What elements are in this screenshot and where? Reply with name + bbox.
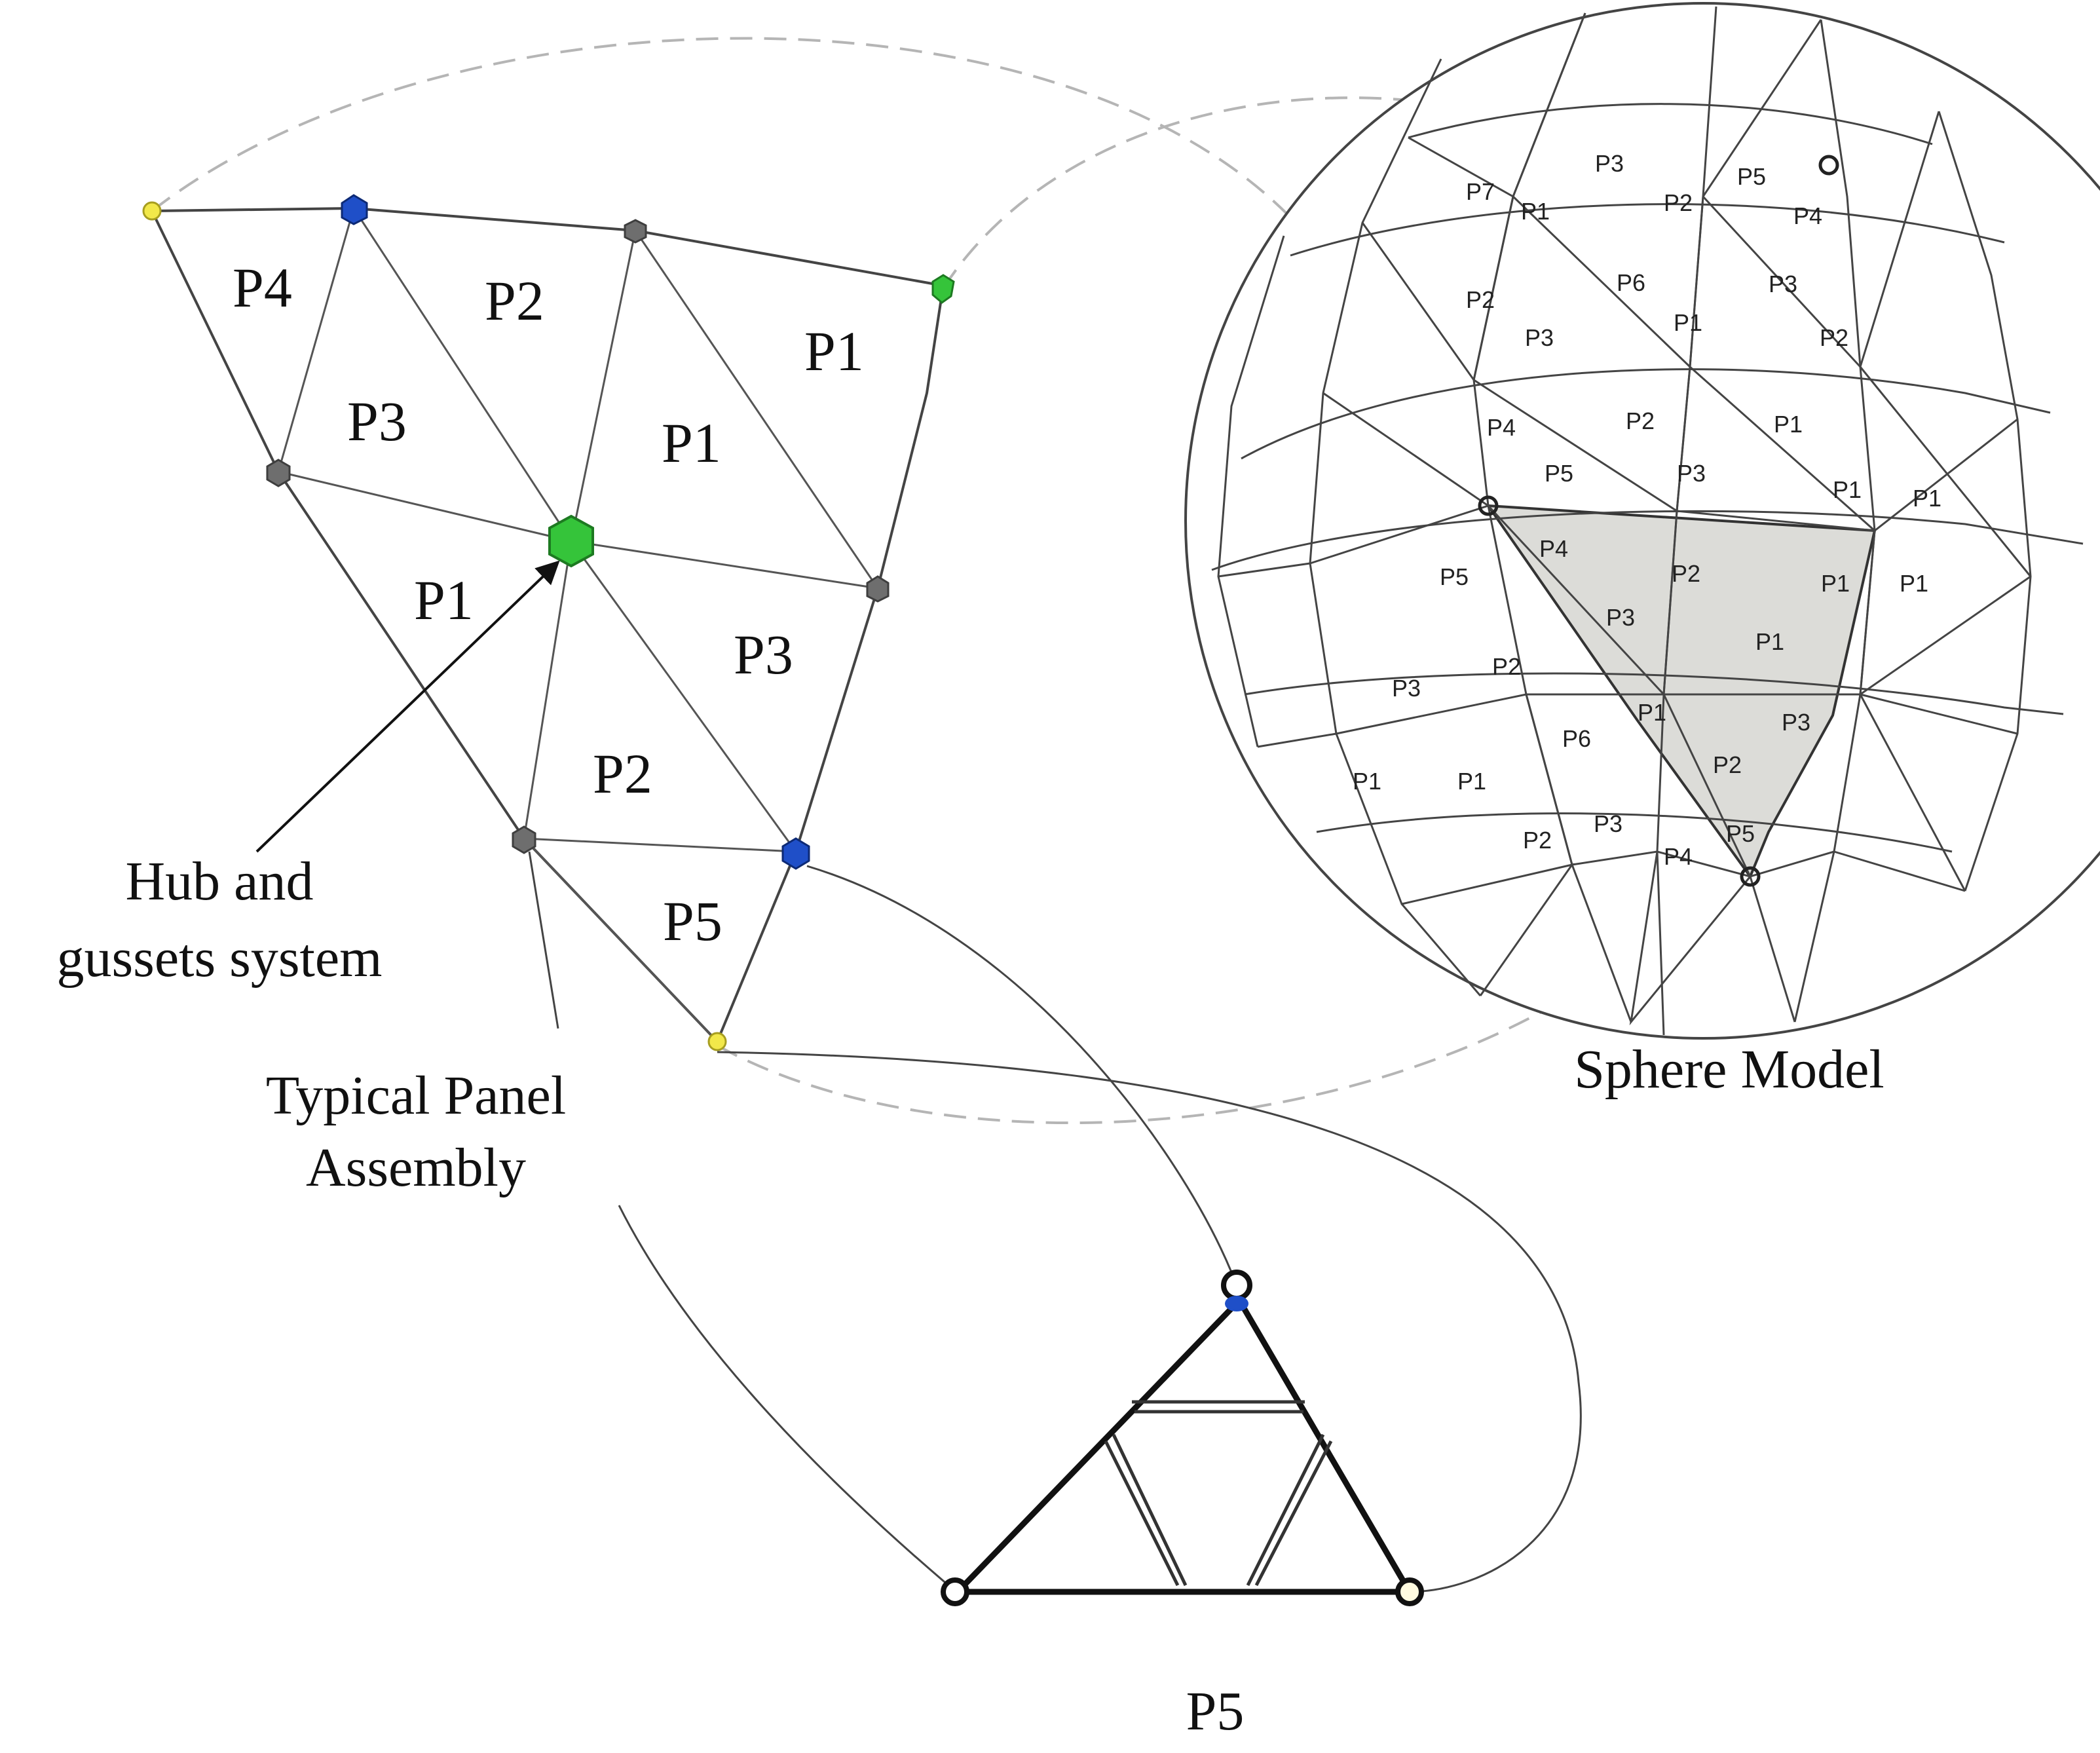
panel-label: P1 bbox=[662, 411, 721, 474]
sphere-panel-label: P1 bbox=[1521, 198, 1550, 225]
sphere-panel-label: P6 bbox=[1562, 725, 1591, 752]
sphere-panel-label: P1 bbox=[1674, 309, 1702, 336]
sphere-panel-label: P5 bbox=[1545, 460, 1573, 487]
sphere-panel-label: P4 bbox=[1539, 535, 1568, 562]
p5-caption: P5 bbox=[1186, 1681, 1245, 1742]
sphere-panel-label: P3 bbox=[1677, 460, 1706, 487]
hub-gray-bottom-left bbox=[512, 825, 536, 854]
hub-green-top-right bbox=[931, 274, 955, 304]
sphere-panel-label: P2 bbox=[1820, 324, 1848, 351]
sphere-panel-label: P1 bbox=[1774, 411, 1803, 438]
panel-label: P4 bbox=[233, 256, 292, 319]
sphere-model: P7 P1 P3 P2 P5 P4 P2 P6 P3 P3 P1 P2 P4 P… bbox=[1184, 2, 2100, 1100]
panel-callout: Typical Panel Assembly bbox=[266, 851, 566, 1198]
p5-hubs bbox=[941, 1270, 1424, 1606]
panel-label: P2 bbox=[485, 269, 544, 332]
sphere-panel-label: P3 bbox=[1782, 709, 1810, 736]
sphere-panel-label: P2 bbox=[1664, 189, 1693, 216]
hub-gray-top bbox=[624, 219, 647, 244]
panel-label: P1 bbox=[804, 320, 864, 383]
p5-hub-right bbox=[1395, 1577, 1424, 1606]
hub-gray-left bbox=[266, 459, 291, 487]
sphere-panel-label: P5 bbox=[1726, 820, 1755, 847]
sphere-panel-label: P3 bbox=[1769, 271, 1797, 297]
sphere-panel-label: P1 bbox=[1755, 628, 1784, 655]
hub-yellow-top bbox=[142, 201, 162, 221]
panel-callout-line1: Typical Panel bbox=[266, 1065, 566, 1126]
sphere-panel-labels: P7 P1 P3 P2 P5 P4 P2 P6 P3 P3 P1 P2 P4 P… bbox=[1353, 150, 1941, 870]
hub-nodes bbox=[142, 194, 955, 1051]
panel-label: P1 bbox=[414, 569, 474, 631]
sphere-panel-label: P2 bbox=[1466, 286, 1495, 313]
sphere-node-bottom bbox=[1740, 866, 1761, 887]
sphere-panel-label: P2 bbox=[1713, 751, 1742, 778]
p5-detail: P5 bbox=[618, 865, 1582, 1742]
sphere-panel-label: P3 bbox=[1606, 604, 1635, 631]
panel-callout-line2: Assembly bbox=[306, 1137, 526, 1198]
sphere-panel-label: P2 bbox=[1672, 560, 1700, 587]
detail-connector-right bbox=[717, 1051, 1582, 1593]
p5-hub-left bbox=[941, 1577, 969, 1606]
panel-label: P5 bbox=[663, 890, 722, 952]
detail-connector-top bbox=[806, 865, 1233, 1273]
sphere-panel-label: P2 bbox=[1626, 407, 1655, 434]
panel-label: P2 bbox=[593, 742, 652, 805]
p5-truss bbox=[950, 1295, 1415, 1595]
sphere-panel-label: P1 bbox=[1900, 570, 1928, 597]
sphere-panel-label: P3 bbox=[1594, 810, 1622, 837]
sphere-panel-label: P4 bbox=[1664, 843, 1693, 870]
hub-gray-right bbox=[866, 575, 890, 603]
sphere-panel-label: P3 bbox=[1525, 324, 1554, 351]
hub-green-center bbox=[548, 514, 594, 568]
sphere-panel-label: P1 bbox=[1833, 476, 1862, 503]
sphere-panel-label: P1 bbox=[1457, 768, 1486, 795]
sphere-caption: Sphere Model bbox=[1574, 1039, 1884, 1100]
panel-assembly: P4 P2 P1 P3 P1 P1 P3 P2 P5 Hub and gusse… bbox=[56, 194, 955, 1198]
p5-hub-top bbox=[1221, 1270, 1252, 1301]
sphere-panel-label: P2 bbox=[1492, 653, 1521, 680]
zoom-connector-top bbox=[151, 37, 1324, 257]
hub-yellow-bottom bbox=[707, 1032, 727, 1051]
p5-hub-top-blue bbox=[1225, 1296, 1248, 1311]
panel-callout-leader bbox=[528, 851, 559, 1029]
hub-blue-bottom bbox=[781, 837, 810, 870]
zoom-connector-bottom bbox=[717, 876, 1711, 1125]
sphere-panel-label: P3 bbox=[1392, 675, 1421, 702]
hub-callout: Hub and gussets system bbox=[56, 560, 560, 989]
sphere-panel-label: P5 bbox=[1737, 163, 1766, 190]
sphere-panel-label: P1 bbox=[1638, 699, 1666, 726]
sphere-panel-label: P1 bbox=[1821, 570, 1850, 597]
sphere-panel-label: P2 bbox=[1523, 827, 1552, 854]
panel-label: P3 bbox=[734, 623, 793, 686]
sphere-panel-label: P7 bbox=[1466, 178, 1495, 205]
hub-blue-top bbox=[341, 194, 368, 225]
sphere-node-top bbox=[1818, 155, 1839, 176]
panel-label: P3 bbox=[347, 390, 407, 453]
hub-callout-line2: gussets system bbox=[56, 928, 382, 989]
sphere-panel-label: P3 bbox=[1595, 150, 1624, 177]
panel-labels: P4 P2 P1 P3 P1 P1 P3 P2 P5 bbox=[233, 256, 864, 952]
sphere-mesh bbox=[1211, 6, 2084, 1036]
sphere-panel-label: P1 bbox=[1353, 768, 1381, 795]
arrow-icon bbox=[255, 560, 560, 853]
sphere-node-left bbox=[1478, 495, 1499, 516]
hub-callout-line1: Hub and bbox=[126, 851, 314, 912]
detail-connector-left bbox=[618, 1205, 949, 1587]
sphere-panel-label: P4 bbox=[1793, 202, 1822, 229]
sphere-panel-label: P5 bbox=[1440, 563, 1469, 590]
sphere-panel-label: P1 bbox=[1913, 485, 1941, 512]
sphere-panel-label: P4 bbox=[1487, 414, 1516, 441]
sphere-panel-label: P6 bbox=[1617, 269, 1645, 296]
